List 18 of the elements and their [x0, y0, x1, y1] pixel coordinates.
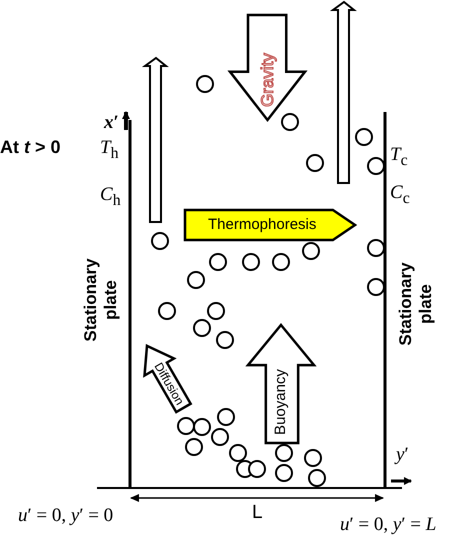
- boundary-condition: u′ = 0, y′ = 0: [18, 505, 114, 527]
- arrow-label: Thermophoresis: [208, 217, 316, 233]
- dimension-label: L: [252, 502, 263, 524]
- plate-label: Stationary plate: [396, 261, 436, 348]
- time-condition: At t > 0: [0, 137, 61, 158]
- force-arrow: [185, 210, 355, 240]
- concentration-label: C$_{c}$: [390, 182, 410, 208]
- arrow-label: Buoyancy: [272, 369, 289, 435]
- temperature-label: T$_{c}$: [390, 144, 408, 170]
- arrow-label: Gravity: [259, 52, 276, 106]
- concentration-label: C$_{h}$: [100, 184, 121, 210]
- force-arrow: [248, 325, 314, 443]
- axis-label: y′: [396, 444, 409, 466]
- force-arrow: [230, 15, 305, 120]
- boundary-condition: u′ = 0, y′ = L: [340, 514, 436, 536]
- plate-label: Stationary plate: [81, 257, 121, 344]
- temperature-label: T$_{h}$: [100, 137, 118, 163]
- axis-label: x′: [104, 112, 119, 134]
